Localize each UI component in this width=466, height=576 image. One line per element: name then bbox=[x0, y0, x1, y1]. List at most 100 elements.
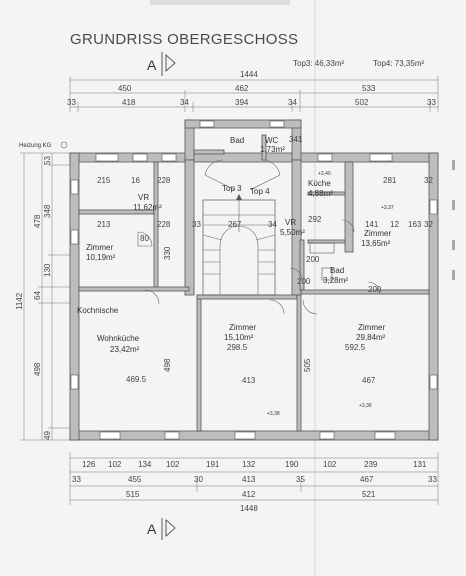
dim-left-s3: 130 bbox=[43, 263, 52, 277]
dim-in-141: 141 bbox=[365, 220, 379, 229]
dim-bot-w3: 30 bbox=[194, 475, 203, 484]
dim-top-d1: 33 bbox=[67, 98, 76, 107]
section-marker-bottom: A bbox=[147, 518, 176, 540]
room-vr-mid-area: 5,50m² bbox=[280, 228, 305, 237]
dim-in-32b: 32 bbox=[424, 220, 433, 229]
dim-in-34: 34 bbox=[268, 220, 277, 229]
dim-in-200c: 200 bbox=[368, 285, 382, 294]
dim-bot-o7: 190 bbox=[285, 460, 299, 469]
dim-in-2985: 298.5 bbox=[227, 343, 248, 352]
shaft-box bbox=[321, 267, 333, 281]
dim-left-s2: 348 bbox=[43, 204, 52, 218]
dim-top-b: 462 bbox=[235, 84, 249, 93]
room-wc: WC bbox=[265, 136, 279, 145]
label-top4: Top 4 bbox=[250, 187, 270, 196]
room-zimmer-left: Zimmer bbox=[86, 243, 113, 252]
dim-in-16: 16 bbox=[131, 176, 140, 185]
dim-bot-b: 412 bbox=[242, 490, 256, 499]
label-top3: Top 3 bbox=[222, 184, 242, 193]
dim-top-c: 533 bbox=[362, 84, 376, 93]
room-zimmer-big: Zimmer bbox=[358, 323, 385, 332]
dim-bot-o2: 102 bbox=[108, 460, 122, 469]
dim-in-292: 292 bbox=[308, 215, 322, 224]
room-kuche: Küche bbox=[308, 179, 331, 188]
dim-in-228a: 228 bbox=[157, 176, 171, 185]
room-bad-right-area: 3,28m² bbox=[323, 276, 348, 285]
bathtub bbox=[309, 242, 335, 254]
room-kochnische: Kochnische bbox=[77, 306, 119, 315]
room-zimmer-mid-area: 15,10m² bbox=[224, 333, 254, 342]
right-margin-marks bbox=[452, 160, 455, 280]
socket-337: +3,37 bbox=[381, 205, 394, 211]
dim-top-d7: 33 bbox=[427, 98, 436, 107]
entry-doors bbox=[204, 159, 281, 191]
dim-bot-w2: 455 bbox=[128, 475, 142, 484]
dim-in-505: 505 bbox=[303, 358, 312, 372]
outer-walls bbox=[69, 119, 439, 441]
dim-in-80a: 80 bbox=[140, 234, 149, 243]
header-smudge bbox=[150, 0, 290, 5]
dim-top-a: 450 bbox=[118, 84, 132, 93]
socket-338: +3,38 bbox=[267, 411, 280, 417]
dim-bot-o8: 102 bbox=[323, 460, 337, 469]
windows bbox=[70, 120, 438, 440]
room-zimmer-left-area: 10,19m² bbox=[86, 253, 116, 262]
room-vr-mid: VR bbox=[285, 218, 296, 227]
socket-340: +3,40 bbox=[318, 171, 331, 177]
dim-in-33a: 33 bbox=[192, 220, 201, 229]
section-marker-top: A bbox=[147, 52, 176, 76]
dim-in-4695: 469.5 bbox=[126, 375, 147, 384]
room-zimmer-right: Zimmer bbox=[364, 229, 391, 238]
bottom-dimension-chain bbox=[69, 452, 439, 505]
dim-bot-c: 521 bbox=[362, 490, 376, 499]
left-dimension-chain bbox=[20, 152, 72, 441]
dim-in-330: 330 bbox=[163, 246, 172, 260]
dim-bot-w1: 33 bbox=[72, 475, 81, 484]
room-wohnkuche-area: 23,42m² bbox=[110, 345, 140, 354]
dim-left-b: 64 bbox=[33, 291, 42, 300]
room-wohnkuche: Wohnküche bbox=[97, 334, 140, 343]
room-zimmer-mid: Zimmer bbox=[229, 323, 256, 332]
room-vr-left-area: 11,62m² bbox=[133, 203, 162, 212]
dim-in-163: 163 bbox=[408, 220, 422, 229]
section-marker-bottom-label: A bbox=[147, 521, 157, 537]
dim-in-200b: 200 bbox=[297, 277, 311, 286]
dim-in-200a: 200 bbox=[306, 255, 320, 264]
dim-left-s4: 49 bbox=[43, 431, 52, 440]
dim-left-a: 478 bbox=[33, 214, 42, 228]
dim-in-498: 498 bbox=[163, 358, 172, 372]
dim-in-5925: 592.5 bbox=[345, 343, 366, 352]
staircase bbox=[202, 194, 276, 296]
top4-area: Top4: 73,35m² bbox=[373, 59, 424, 68]
dim-in-213: 213 bbox=[97, 220, 111, 229]
dim-in-281: 281 bbox=[383, 176, 397, 185]
socket-336: +3,36 bbox=[359, 403, 372, 409]
dim-bot-w7: 33 bbox=[428, 475, 437, 484]
dim-bot-o10: 131 bbox=[413, 460, 427, 469]
dim-in-228b: 228 bbox=[157, 220, 171, 229]
dim-top-total: 1444 bbox=[240, 70, 258, 79]
dim-bot-o5: 191 bbox=[206, 460, 220, 469]
dim-top-d5: 34 bbox=[288, 98, 297, 107]
dim-in-215: 215 bbox=[97, 176, 111, 185]
dim-bot-o3: 134 bbox=[138, 460, 152, 469]
section-marker-top-label: A bbox=[147, 57, 157, 73]
dim-bot-a: 515 bbox=[126, 490, 140, 499]
plan-title: GRUNDRISS OBERGESCHOSS bbox=[70, 31, 298, 48]
room-vr-left: VR bbox=[138, 193, 149, 202]
room-zimmer-big-area: 29,84m² bbox=[356, 333, 386, 342]
dim-in-12: 12 bbox=[390, 220, 399, 229]
room-wc-area: 1,73m² bbox=[260, 145, 285, 154]
room-kuche-area: 4,88m² bbox=[308, 189, 333, 198]
interior-walls bbox=[78, 134, 430, 432]
room-bad-top: Bad bbox=[230, 136, 244, 145]
room-bad-right: Bad bbox=[330, 266, 344, 275]
heizung-icon bbox=[60, 141, 68, 149]
dim-bot-w6: 467 bbox=[360, 475, 374, 484]
dim-in-413: 413 bbox=[242, 376, 256, 385]
dim-bot-w5: 35 bbox=[296, 475, 305, 484]
dim-bot-w4: 413 bbox=[242, 475, 256, 484]
top-dimension-chain bbox=[69, 76, 439, 112]
dim-left-c: 498 bbox=[33, 362, 42, 376]
